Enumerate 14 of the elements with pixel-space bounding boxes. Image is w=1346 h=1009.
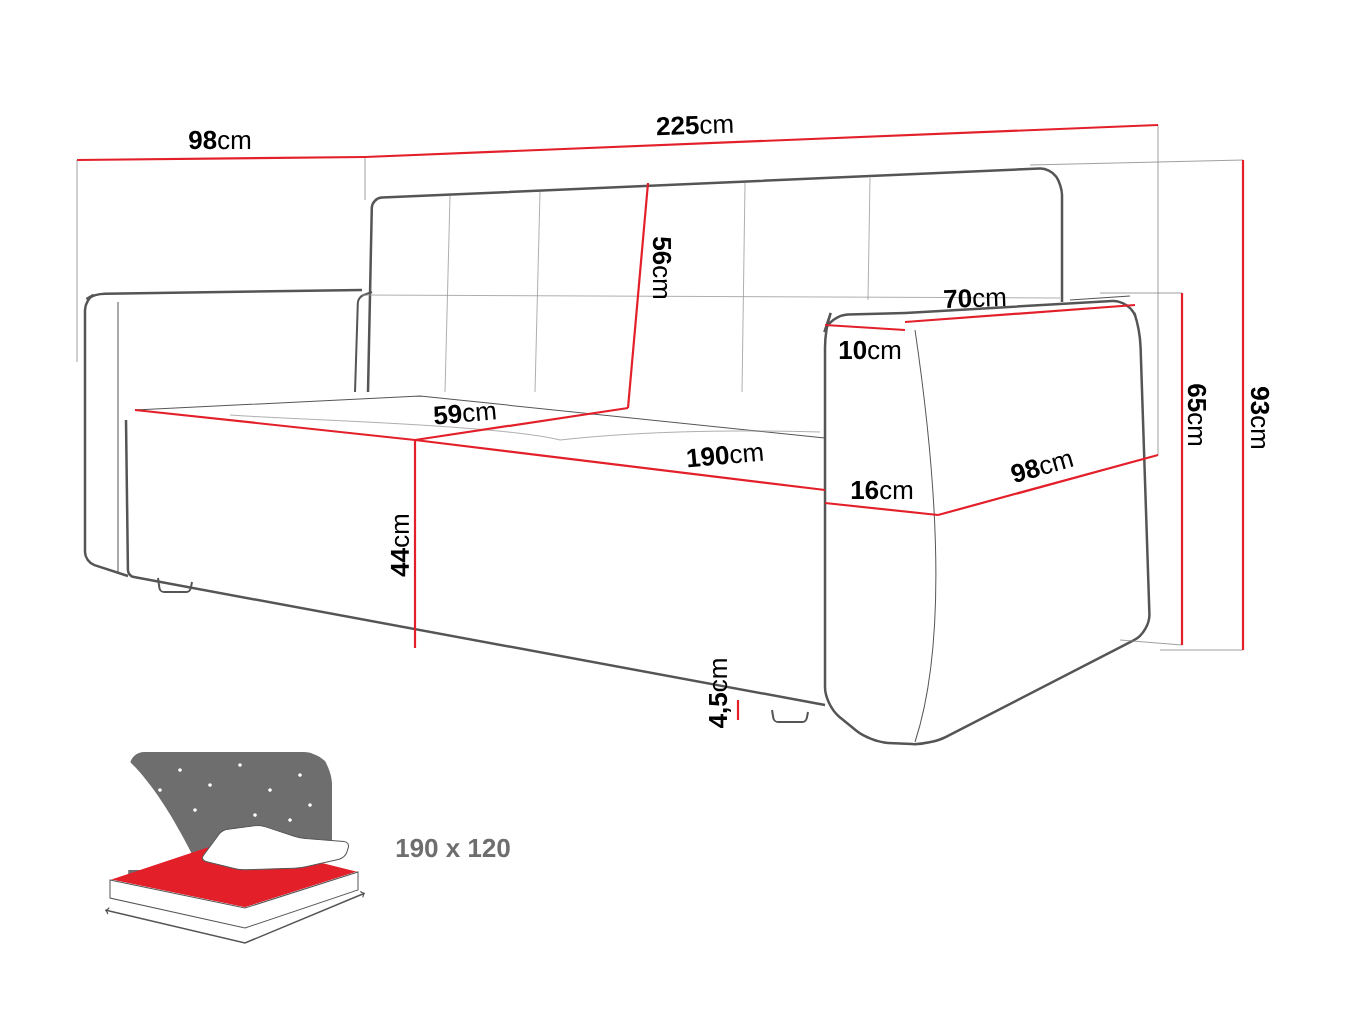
dimension-label: 190cm <box>687 446 763 468</box>
dimension-label: 10cm <box>839 340 901 360</box>
dimension-label: 16cm <box>851 480 913 500</box>
dimension-label: 56cm <box>652 237 672 299</box>
dimension-label: 59cm <box>434 404 496 425</box>
dimension-label: 70cm <box>944 289 1006 308</box>
bed-size-label: 190 x 120 <box>396 838 510 858</box>
dimension-label: 93cm <box>1250 387 1270 449</box>
dimension-label: 44cm <box>390 514 410 577</box>
dimension-label: 65cm <box>1187 384 1207 446</box>
dimension-label: 4,5cm <box>709 659 731 728</box>
dimension-label: 225cm <box>656 116 733 136</box>
dimension-label: 98cm <box>189 130 251 150</box>
dimension-label: 98cm <box>1011 453 1074 483</box>
